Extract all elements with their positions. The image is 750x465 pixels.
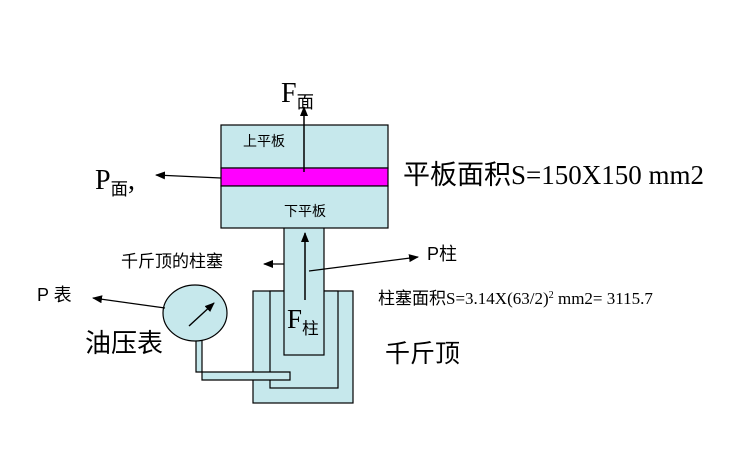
upper-plate-label: 上平板 xyxy=(243,134,285,150)
oil-gauge-label: 油压表 xyxy=(85,329,164,359)
p-surface-label: P面, xyxy=(95,165,135,200)
f-column-label: F柱 xyxy=(287,304,319,338)
arrow-p-column xyxy=(308,254,419,272)
p-gauge-label: P 表 xyxy=(37,285,72,305)
gauge-needle xyxy=(188,302,215,327)
arrow-p-surface xyxy=(155,171,222,180)
jack-label: 千斤顶 xyxy=(385,339,461,368)
plunger xyxy=(283,223,325,356)
plate-area-label: 平板面积S=150X150 mm2 xyxy=(403,160,704,190)
lower-plate-label: 下平板 xyxy=(284,204,326,220)
oil-pipe xyxy=(195,324,291,381)
pressure-gauge xyxy=(162,284,228,342)
lower-plate xyxy=(220,185,389,229)
p-column-label: P柱 xyxy=(427,244,458,264)
jack-plunger-label: 千斤顶的柱塞 xyxy=(121,252,223,272)
plunger-area-label: 柱塞面积S=3.14X(63/2)2 mm2= 3115.7 xyxy=(378,289,653,308)
arrow-p-gauge xyxy=(92,295,166,309)
f-top-label: F面 xyxy=(281,78,314,113)
